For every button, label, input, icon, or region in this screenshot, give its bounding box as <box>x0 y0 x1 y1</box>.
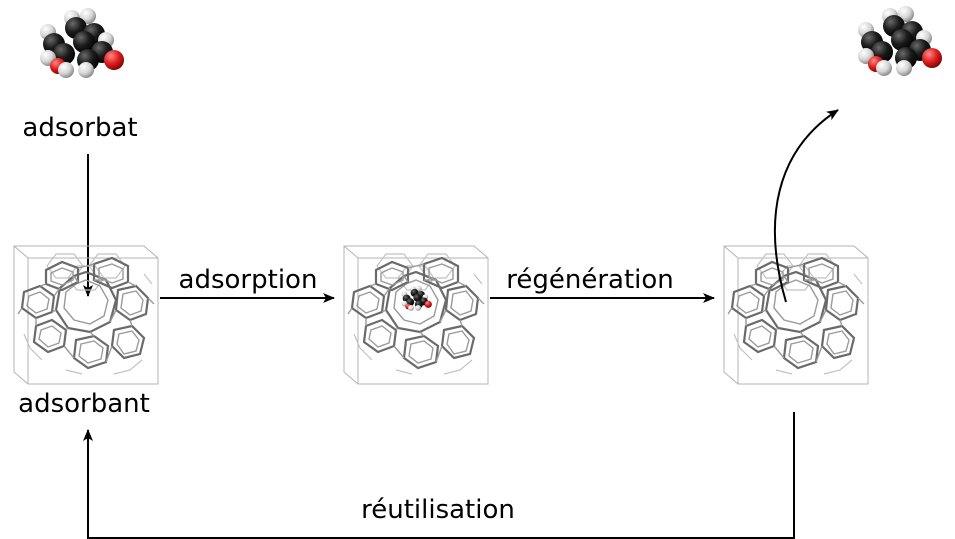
regeneration-label: régénération <box>506 265 674 295</box>
loaded-framework-image <box>342 244 490 386</box>
reuse-arrow <box>83 412 795 539</box>
adsorbent-label: adsorbant <box>18 389 150 419</box>
adsorption-label: adsorption <box>179 265 318 295</box>
desorption-arrow <box>773 109 839 303</box>
adsorbent-framework-image <box>12 244 160 386</box>
regenerated-framework-image <box>722 244 870 386</box>
desorbed-molecule-image <box>858 6 942 76</box>
reuse-label: réutilisation <box>361 495 515 525</box>
adsorbate-molecule-image <box>40 8 124 78</box>
adsorbate-label: adsorbat <box>22 113 137 143</box>
